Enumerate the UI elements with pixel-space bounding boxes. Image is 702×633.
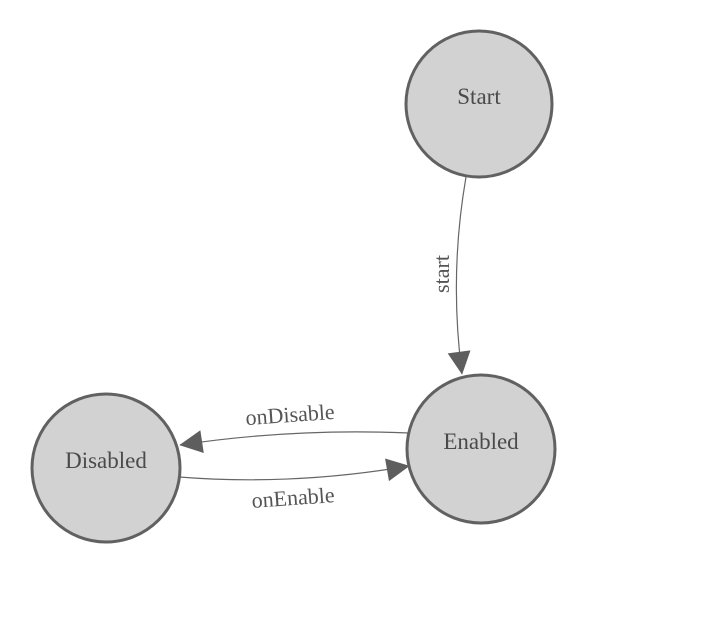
edge-start-to-enabled: start xyxy=(429,176,471,375)
state-circle-start[interactable] xyxy=(404,29,554,179)
edge-enabled-to-disabled: onDisable xyxy=(179,399,410,454)
edge-disabled-to-enabled: onEnable xyxy=(178,458,410,513)
state-label-start: Start xyxy=(457,84,501,109)
edge-label-ondisable: onDisable xyxy=(245,399,336,430)
state-label-enabled: Enabled xyxy=(443,429,519,454)
state-node-disabled[interactable]: Disabled xyxy=(30,392,182,544)
state-circle-disabled[interactable] xyxy=(30,392,182,544)
state-node-start[interactable]: Start xyxy=(404,29,554,179)
edge-label-start: start xyxy=(429,255,454,293)
edge-line-start xyxy=(447,176,471,375)
state-label-disabled: Disabled xyxy=(65,448,147,473)
edge-line-ondisable xyxy=(179,430,410,454)
state-node-enabled[interactable]: Enabled xyxy=(405,373,557,525)
state-circle-enabled[interactable] xyxy=(405,373,557,525)
edge-line-onenable xyxy=(178,458,410,482)
edge-label-onenable: onEnable xyxy=(251,482,336,513)
